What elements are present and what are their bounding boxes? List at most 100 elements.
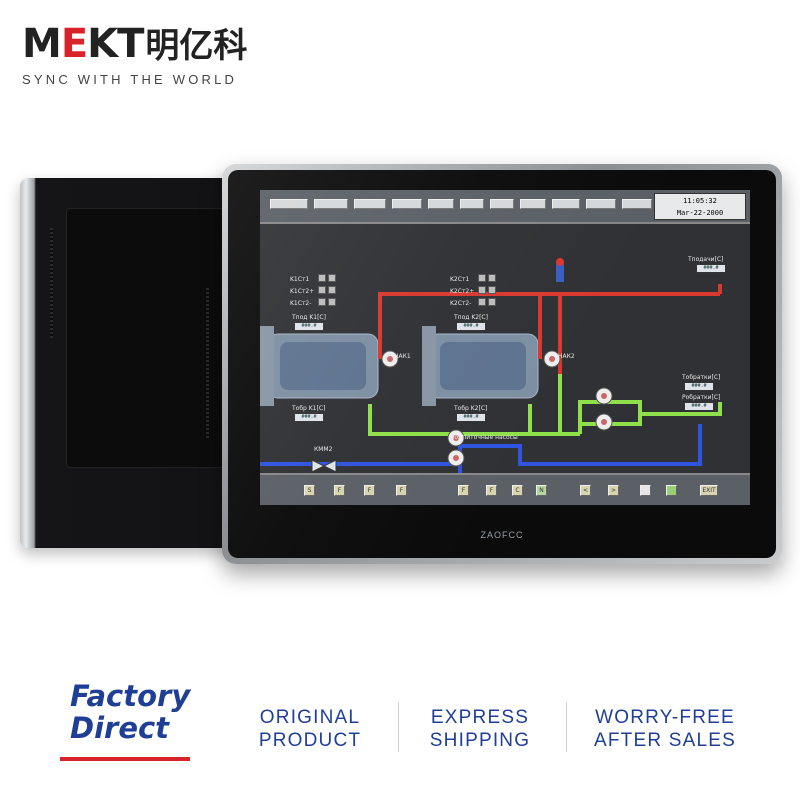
label-tpod-k1: Тпод K1[C]: [292, 314, 326, 321]
back-monitor: [20, 178, 260, 548]
function-key-c[interactable]: C: [512, 485, 523, 496]
status-indicator: [478, 298, 486, 306]
value-tobr-k2[interactable]: ###.#: [456, 413, 486, 422]
exit-button[interactable]: EXIT: [700, 485, 718, 496]
clock-date: Mar-22-2000: [676, 209, 724, 217]
feature-worry-free: WORRY-FREE AFTER SALES: [590, 706, 740, 752]
top-menu-button[interactable]: [392, 199, 422, 209]
pump-icon[interactable]: [381, 350, 399, 368]
status-indicator: [478, 286, 486, 294]
function-key-f[interactable]: F: [486, 485, 497, 496]
vent-left: [50, 228, 53, 338]
label-k2-st2-plus: K2Ст2+: [450, 288, 475, 295]
feature-line: PRODUCT: [258, 730, 362, 751]
function-key-prev[interactable]: <: [580, 485, 591, 496]
label-tpodachi: Тподачи[C]: [688, 256, 724, 263]
front-monitor: 11:05:32 Mar-22-2000: [222, 164, 782, 564]
top-menu-button[interactable]: [314, 199, 348, 209]
factory-direct-line2: Direct: [70, 711, 170, 745]
top-menu-button[interactable]: [622, 199, 652, 209]
pump-icon[interactable]: [595, 413, 613, 431]
feature-line: EXPRESS: [430, 707, 530, 728]
back-panel: [66, 208, 226, 468]
function-key-s[interactable]: S: [304, 485, 315, 496]
label-k2-st2-minus: K2Ст2-: [450, 300, 472, 307]
top-menu-button[interactable]: [490, 199, 514, 209]
label-k1-st2-plus: K1Ст2+: [290, 288, 315, 295]
function-key-next[interactable]: >: [608, 485, 619, 496]
label-kmm2: КММ2: [314, 446, 333, 453]
label-nak1: НАК1: [394, 353, 411, 360]
value-tobr-k1[interactable]: ###.#: [294, 413, 324, 422]
top-menu-button[interactable]: [586, 199, 616, 209]
bezel-brand-label: ZAOFCC: [480, 530, 524, 540]
feature-line: ORIGINAL: [259, 707, 361, 728]
function-key-green[interactable]: [666, 485, 677, 496]
feature-original-product: ORIGINAL PRODUCT: [250, 706, 370, 752]
top-valve-icon[interactable]: [556, 258, 564, 282]
value-robratki[interactable]: ###.#: [684, 402, 714, 411]
function-key-blank[interactable]: [640, 485, 651, 496]
status-indicator: [488, 286, 496, 294]
top-menu-button[interactable]: [428, 199, 454, 209]
feature-line: WORRY-FREE: [595, 707, 735, 728]
label-nak2: НАК2: [558, 353, 575, 360]
brand-slogan: SYNC WITH THE WORLD: [22, 72, 238, 87]
function-key-f[interactable]: F: [396, 485, 407, 496]
clock-display: 11:05:32 Mar-22-2000: [654, 193, 746, 220]
label-robratki: Робратки[C]: [682, 394, 721, 401]
value-tpod-k1[interactable]: ###.#: [294, 322, 324, 331]
function-key-n[interactable]: N: [536, 485, 547, 496]
scada-top-bar: 11:05:32 Mar-22-2000: [260, 190, 750, 224]
monitor-bezel: 11:05:32 Mar-22-2000: [228, 170, 776, 558]
top-menu-button[interactable]: [520, 199, 546, 209]
factory-direct-underline: [60, 757, 190, 761]
label-pumps: Подпиточные насосы: [450, 434, 518, 441]
logo-e: E: [60, 21, 88, 67]
label-tpod-k2: Тпод K2[C]: [454, 314, 488, 321]
divider: [566, 702, 567, 752]
status-indicator: [478, 274, 486, 282]
green-return-pipes: [368, 374, 722, 436]
feature-express-shipping: EXPRESS SHIPPING: [420, 706, 540, 752]
divider: [398, 702, 399, 752]
status-indicator: [328, 286, 336, 294]
top-menu-button[interactable]: [354, 199, 386, 209]
scada-screen: 11:05:32 Mar-22-2000: [260, 190, 750, 505]
valve-kmm2-icon[interactable]: [311, 459, 337, 473]
top-menu-button[interactable]: [552, 199, 580, 209]
function-key-f[interactable]: F: [334, 485, 345, 496]
scada-bottom-bar: S F F F F F C N < > EXIT: [260, 473, 750, 505]
feature-line: SHIPPING: [429, 730, 531, 751]
pump-icon[interactable]: [543, 350, 561, 368]
label-k2-st1: K2Ст1: [450, 276, 470, 283]
vent-right: [206, 288, 209, 438]
value-tobratki[interactable]: ###.#: [684, 382, 714, 391]
top-menu-button[interactable]: [270, 199, 308, 209]
function-key-f[interactable]: F: [458, 485, 469, 496]
label-tobratki: Тобратки[C]: [682, 374, 721, 381]
label-tobr-k1: Тобр K1[C]: [292, 405, 326, 412]
red-supply-pipes: [378, 284, 722, 374]
value-tpodachi[interactable]: ###.#: [696, 264, 726, 273]
pump-icon[interactable]: [595, 387, 613, 405]
logo-kt: KT: [87, 21, 144, 67]
boiler-k2: [422, 326, 539, 406]
pump-icon[interactable]: [447, 429, 465, 447]
label-k1-st1: K1Ст1: [290, 276, 310, 283]
status-indicator: [318, 298, 326, 306]
status-indicator: [328, 298, 336, 306]
function-key-f[interactable]: F: [364, 485, 375, 496]
status-indicator: [488, 298, 496, 306]
status-indicator: [318, 274, 326, 282]
clock-time: 11:05:32: [683, 197, 717, 205]
pump-icon[interactable]: [447, 449, 465, 467]
factory-direct-title: Factory Direct: [70, 680, 190, 744]
logo-chinese: 明亿科: [145, 26, 248, 66]
process-diagram: [260, 258, 722, 473]
top-menu-button[interactable]: [460, 199, 484, 209]
factory-direct-line1: Factory: [70, 679, 191, 713]
value-tpod-k2[interactable]: ###.#: [456, 322, 486, 331]
